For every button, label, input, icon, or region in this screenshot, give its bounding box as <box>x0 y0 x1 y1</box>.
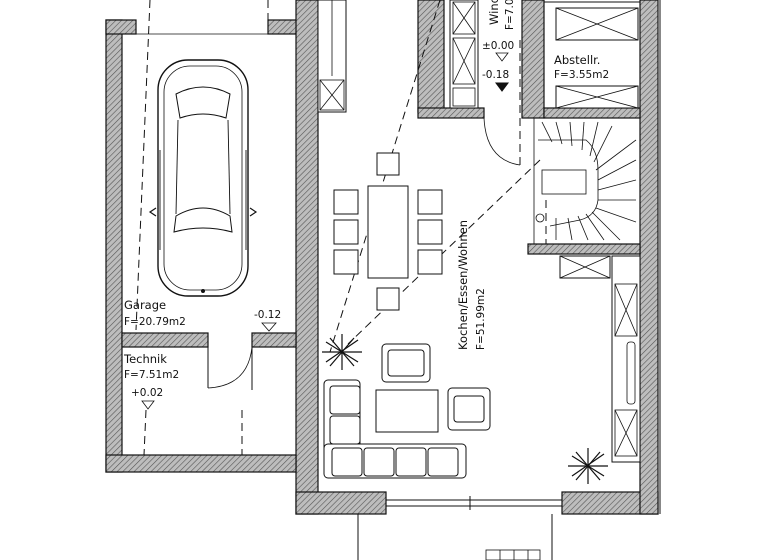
garage-area: F=20.79m2 <box>124 316 186 328</box>
chair-left-3 <box>333 249 359 275</box>
windfang-wardrobe <box>449 0 479 109</box>
stair-outline <box>533 117 641 245</box>
abstell-label: Abstellr. <box>554 53 600 67</box>
technik-room: Technik F=7.51m2 +0.02 <box>123 346 253 456</box>
level-plus-marker <box>495 52 509 62</box>
garage-level-marker <box>261 322 277 332</box>
windfang-bottom-wall <box>417 107 485 119</box>
garage-left-wall <box>105 19 123 473</box>
stair-start-marker <box>535 213 545 223</box>
windfang-left-wall <box>417 0 445 113</box>
abstell-bottom-wall <box>543 107 641 119</box>
windfang-room: Wind F=7.0 ±0.00 -0.18 <box>449 0 521 166</box>
plant-icon <box>322 334 362 370</box>
staircase <box>533 117 641 245</box>
kitchen-sink <box>626 341 636 405</box>
chair-right-3 <box>417 249 443 275</box>
walls <box>105 0 661 515</box>
level-plus: ±0.00 <box>482 40 514 52</box>
technik-wall-right <box>251 332 297 348</box>
living-room: Kochen/Essen/Wohnen F=51.99m2 <box>317 0 641 560</box>
garage-room: Garage F=20.79m2 -0.12 <box>122 0 296 332</box>
technik-area: F=7.51m2 <box>124 369 179 381</box>
chair-right-1 <box>417 189 443 215</box>
technik-level-marker <box>141 400 155 410</box>
garage-door-swing-line <box>135 0 151 331</box>
abstell-room: Abstellr. F=3.55m2 <box>544 1 640 109</box>
level-minus-marker <box>495 82 509 92</box>
stair-landing <box>541 169 587 195</box>
bottom-wall-left <box>295 491 387 515</box>
windfang-right-wall <box>521 0 545 119</box>
wardrobe-cross-2 <box>319 79 345 111</box>
technik-level: +0.02 <box>131 387 163 399</box>
abstell-area: F=3.55m2 <box>554 69 609 81</box>
diagonal-dash-1 <box>329 0 441 353</box>
sofa <box>323 379 467 479</box>
kitchen-cabinet-1 <box>614 283 638 337</box>
garage-label: Garage <box>124 298 166 312</box>
armchair-right <box>447 387 491 431</box>
chair-left-1 <box>333 189 359 215</box>
chair-bottom <box>376 287 400 311</box>
terrace-steps <box>485 549 541 560</box>
diagonal-dash-2 <box>347 159 541 345</box>
technik-wall-left <box>121 332 209 348</box>
technik-door-swing <box>207 346 253 389</box>
coffee-table <box>375 389 439 433</box>
level-minus: -0.18 <box>482 69 509 81</box>
car-symbol <box>148 59 258 297</box>
living-room-area: F=51.99m2 <box>475 288 487 350</box>
armchair-top <box>381 343 431 383</box>
entrance-door-swing <box>483 117 521 166</box>
house-left-wall <box>295 0 319 515</box>
technik-dash-line <box>143 409 147 456</box>
garage-top-wall-right <box>267 19 299 35</box>
chair-left-2 <box>333 219 359 245</box>
windfang-area: F=7.0 <box>504 0 516 30</box>
plant-icon-2 <box>568 448 608 484</box>
stair-walkline <box>538 139 599 227</box>
house-right-wall <box>639 0 659 515</box>
chair-right-2 <box>417 219 443 245</box>
garage-bottom-wall <box>105 454 297 473</box>
kitchen-cabinet-2 <box>614 409 638 457</box>
garage-level: -0.12 <box>254 309 281 321</box>
garage-top-wall-left <box>105 19 137 35</box>
chair-top <box>376 152 400 176</box>
stair-bottom-wall <box>527 243 641 255</box>
wardrobe-lower <box>319 79 345 111</box>
stair-treads <box>541 121 637 241</box>
windfang-label: Wind <box>487 0 501 25</box>
technik-label: Technik <box>123 352 167 366</box>
dining-table <box>367 185 409 279</box>
living-room-label: Kochen/Essen/Wohnen <box>456 220 470 350</box>
